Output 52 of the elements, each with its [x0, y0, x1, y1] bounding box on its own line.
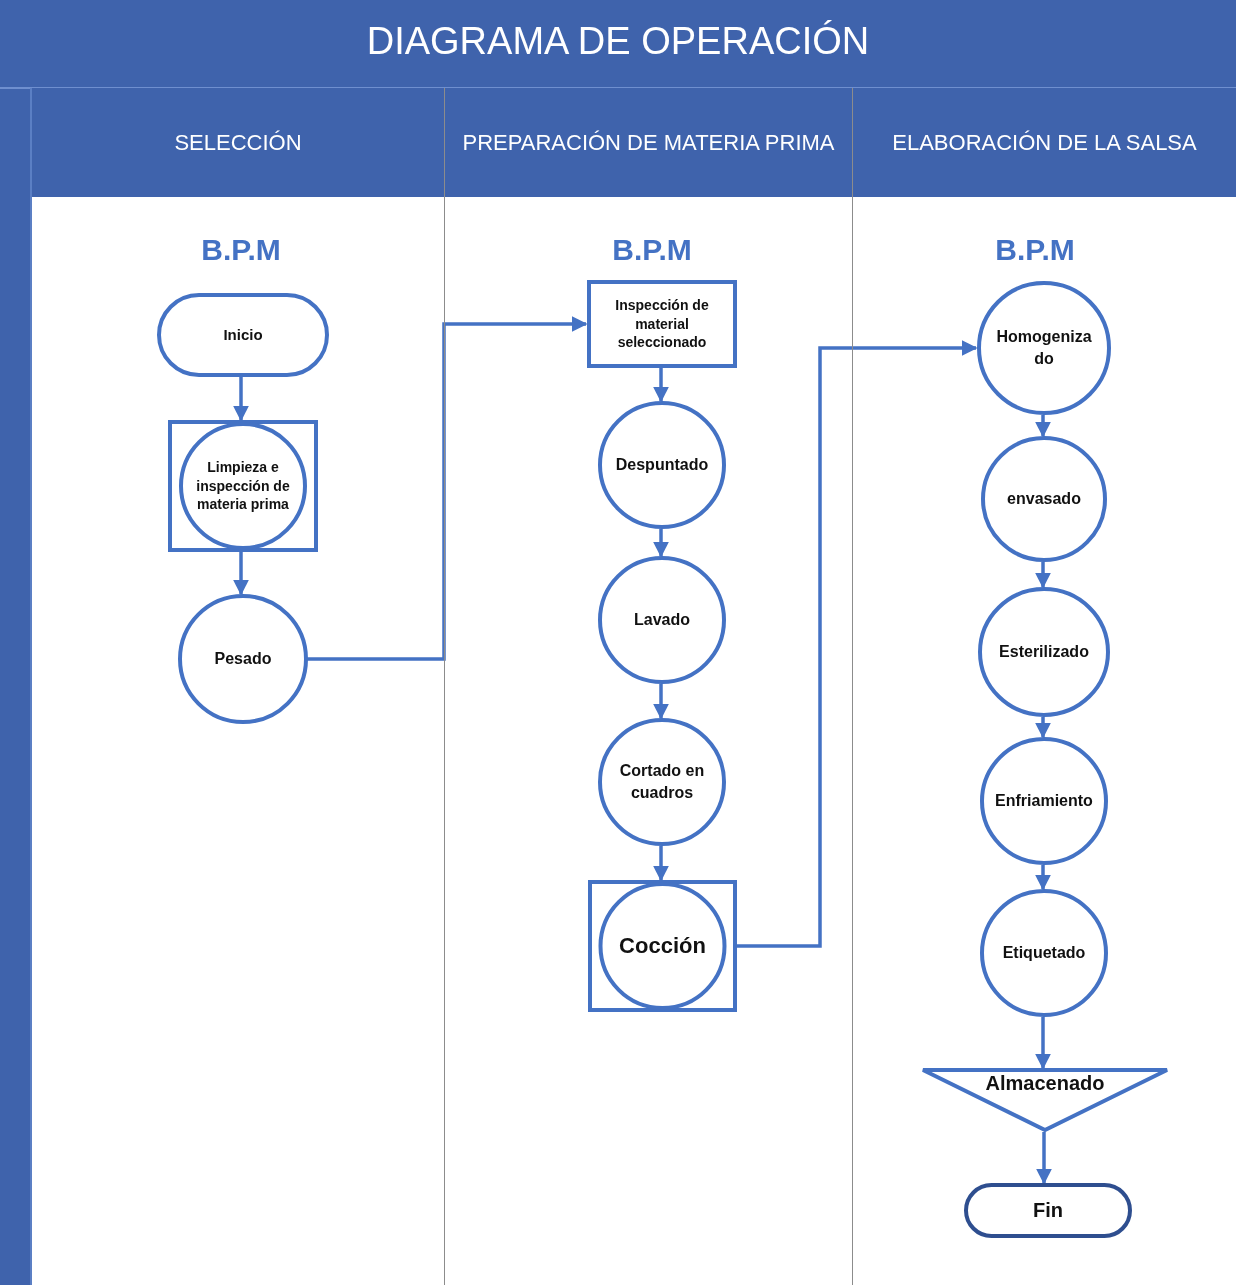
- operation-circle: [981, 436, 1107, 562]
- flow-arrow: [653, 846, 669, 882]
- flow-arrow: [653, 368, 669, 403]
- flow-arrow: [736, 340, 978, 948]
- operation-circle: [598, 718, 726, 846]
- terminal-shape: [964, 1183, 1132, 1238]
- operation-circle: [598, 556, 726, 684]
- inspection-operation-shape: [168, 420, 318, 552]
- operation-circle: [178, 594, 308, 724]
- node-label: Limpieza e inspección de materia prima: [195, 457, 291, 515]
- operation-circle: [598, 401, 726, 529]
- operation-circle: [980, 737, 1108, 865]
- node-label: Despuntado: [615, 455, 709, 476]
- node-label: envasado: [1007, 489, 1081, 510]
- swimlane: [444, 88, 852, 1285]
- node-label: Fin: [1033, 1198, 1063, 1223]
- inspection-operation-shape: [588, 880, 737, 1012]
- node-label: Inicio: [223, 324, 263, 345]
- flow-arrow: [653, 684, 669, 720]
- node-label: Cortado en cuadros: [618, 761, 706, 803]
- inspection-box: [587, 280, 737, 368]
- diagram-title: DIAGRAMA DE OPERACIÓN: [365, 20, 871, 63]
- flow-arrow: [233, 377, 249, 422]
- flow-arrow: [653, 529, 669, 558]
- node-label: Almacenado: [985, 1070, 1105, 1096]
- flow-arrow: [1035, 865, 1051, 891]
- lane-header: SELECCIÓN: [32, 88, 444, 197]
- flow-arrow: [1035, 1017, 1051, 1070]
- storage-triangle: [921, 1068, 1169, 1132]
- lane-header: PREPARACIÓN DE MATERIA PRIMA: [445, 88, 852, 197]
- node-label: Enfriamiento: [994, 791, 1094, 812]
- section-label: B.P.M: [994, 233, 1076, 267]
- flow-arrow: [1036, 1132, 1052, 1185]
- operation-circle: [977, 281, 1111, 415]
- flow-arrow: [1035, 415, 1051, 438]
- operation-circle: [978, 587, 1110, 717]
- node-label: Homogenizado: [995, 327, 1093, 369]
- node-label: Cocción: [619, 932, 706, 961]
- swimlane: [30, 88, 444, 1285]
- node-label: Lavado: [634, 610, 690, 631]
- node-label: Inspección de material seleccionado: [614, 295, 710, 353]
- flow-arrow: [1035, 717, 1051, 739]
- node-label: Pesado: [214, 649, 272, 670]
- node-label: Esterilizado: [999, 642, 1089, 663]
- lane-header: ELABORACIÓN DE LA SALSA: [853, 88, 1236, 197]
- flow-arrow: [233, 552, 249, 596]
- section-label: B.P.M: [611, 233, 693, 267]
- node-label: Etiquetado: [1002, 943, 1086, 964]
- operation-circle: [980, 889, 1108, 1017]
- swimlane: [852, 88, 1236, 1285]
- section-label: B.P.M: [200, 233, 282, 267]
- flow-arrow: [1035, 562, 1051, 589]
